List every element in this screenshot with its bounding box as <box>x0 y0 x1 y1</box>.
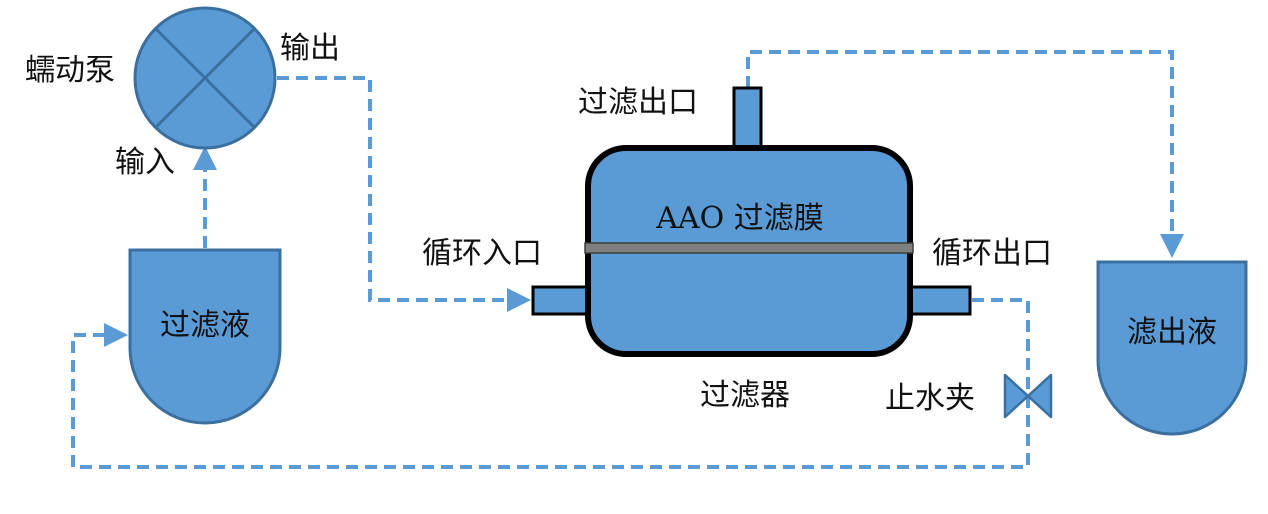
pump-label: 蠕动泵 <box>25 53 115 88</box>
filter-top-outlet-pipe <box>732 86 763 152</box>
filter-outlet-pipe <box>905 285 972 316</box>
circulation-inlet-label: 循环入口 <box>422 236 542 271</box>
permeate-tank <box>1096 260 1248 436</box>
aao-membrane <box>584 242 914 254</box>
flow-circulation-return <box>71 298 1030 469</box>
membrane-label: AAO 过滤膜 <box>655 201 823 236</box>
permeate-tank-label: 滤出液 <box>1127 315 1217 350</box>
filter-inlet-pipe <box>531 285 591 316</box>
filter-label: 过滤器 <box>700 378 790 413</box>
pump-cross-line <box>154 27 256 129</box>
flow-pump-to-filter-inlet <box>277 76 531 312</box>
filter-outlet-label: 过滤出口 <box>578 85 698 120</box>
clamp-label: 止水夹 <box>885 381 975 416</box>
filtrate-tank <box>128 248 282 425</box>
pinch-clamp-valve-icon <box>1003 373 1053 419</box>
pump-input-label: 输入 <box>115 145 175 180</box>
filtrate-tank-label: 过滤液 <box>160 308 250 343</box>
circulation-outlet-label: 循环出口 <box>932 236 1052 271</box>
pump-output-label: 输出 <box>280 31 340 66</box>
flow-filter-outlet-to-permeate <box>746 50 1184 258</box>
peristaltic-pump <box>133 6 277 150</box>
